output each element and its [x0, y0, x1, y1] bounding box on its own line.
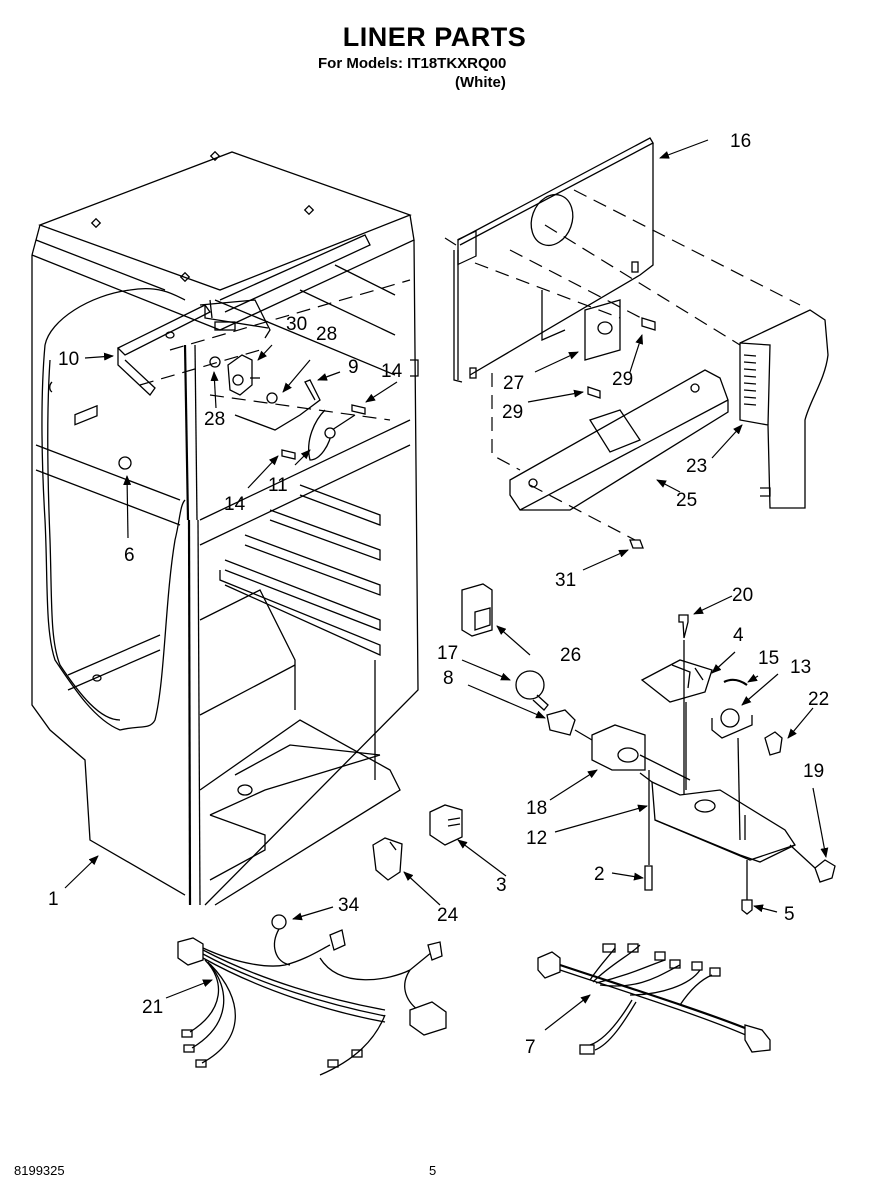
part-14-screw-lower	[281, 449, 296, 460]
part-26-housing	[461, 583, 493, 637]
part-13-thermostat	[711, 708, 753, 739]
part-3-housing	[429, 804, 463, 846]
callout-18: 18	[526, 798, 547, 819]
callout-29-right: 29	[612, 369, 633, 390]
part-11-fan-blade	[308, 409, 356, 461]
callout-14-upper: 14	[381, 361, 403, 382]
callout-9: 9	[348, 357, 359, 378]
refrigerator-liner	[31, 150, 419, 906]
color-line: (White)	[455, 74, 506, 91]
callout-4: 4	[733, 625, 744, 646]
callout-15: 15	[758, 648, 779, 669]
callout-6: 6	[124, 545, 135, 566]
callout-16: 16	[730, 131, 751, 152]
part-8-socket	[546, 709, 576, 736]
part-15-clip	[723, 678, 748, 686]
part-25-shroud	[509, 369, 729, 511]
part-6-button	[118, 456, 132, 470]
callout-13: 13	[790, 657, 811, 678]
callout-22: 22	[808, 689, 829, 710]
part-28-grommet-right	[266, 392, 278, 404]
callout-5: 5	[784, 904, 795, 925]
callout-26: 26	[560, 645, 581, 666]
part-5-screw	[741, 899, 753, 915]
part-24-switch	[372, 837, 403, 881]
part-29-screw-lower	[587, 386, 601, 399]
callout-11: 11	[268, 475, 288, 496]
callout-labels: 16 10 30 28 9 14 28 11 14 6 27 29 29 23 …	[48, 131, 829, 1058]
callout-14-lower: 14	[224, 494, 246, 515]
document-number: 8199325	[14, 1163, 65, 1178]
callout-28-upper: 28	[316, 324, 337, 345]
part-14-screw-upper	[351, 404, 366, 415]
part-30-damper	[227, 354, 260, 396]
page-title: LINER PARTS	[342, 22, 527, 52]
part-20-screw	[678, 614, 689, 639]
part-17-light-bulb	[515, 670, 549, 711]
callout-2: 2	[594, 864, 605, 885]
part-19-connector	[814, 859, 836, 883]
callout-12: 12	[526, 828, 547, 849]
callout-8: 8	[443, 668, 454, 689]
part-22-knob	[764, 731, 783, 756]
callout-10: 10	[58, 349, 79, 370]
callout-31: 31	[555, 570, 576, 591]
callout-21: 21	[142, 997, 163, 1018]
page-number: 5	[429, 1163, 437, 1178]
callout-34: 34	[338, 895, 360, 916]
part-7-wire-harness	[537, 943, 771, 1055]
callout-7: 7	[525, 1037, 536, 1058]
part-31-screw	[629, 539, 644, 549]
callout-3: 3	[496, 875, 507, 896]
part-28-grommet-left	[209, 356, 221, 368]
part-29-screw-upper	[641, 317, 656, 331]
callout-17: 17	[437, 643, 458, 664]
leader-arrows	[64, 139, 829, 1031]
models-line: For Models: IT18TKXRQ00	[318, 55, 507, 72]
part-4-control-board	[640, 659, 713, 703]
callout-30: 30	[286, 314, 307, 335]
part-10-bracket	[116, 304, 269, 396]
shelf-rails	[219, 484, 381, 657]
part-9-bracket	[234, 379, 321, 431]
part-2-pin	[644, 865, 653, 891]
callout-27: 27	[503, 373, 524, 394]
duct-vent-slots	[743, 354, 757, 406]
callout-28-lower: 28	[204, 409, 225, 430]
callout-23: 23	[686, 456, 707, 477]
part-21-wire-harness	[177, 928, 447, 1076]
callout-29-left: 29	[502, 402, 523, 423]
callout-24: 24	[437, 905, 459, 926]
part-18-light-shield	[591, 724, 646, 771]
part-12-control-housing	[639, 772, 796, 863]
part-23-air-duct	[739, 309, 829, 509]
callout-20: 20	[732, 585, 753, 606]
part-34-grommet	[271, 914, 287, 930]
callout-1: 1	[48, 889, 59, 910]
part-16-evaporator-cover	[453, 137, 654, 383]
callout-19: 19	[803, 761, 824, 782]
callout-25: 25	[676, 490, 697, 511]
part-27-bracket	[584, 299, 621, 361]
